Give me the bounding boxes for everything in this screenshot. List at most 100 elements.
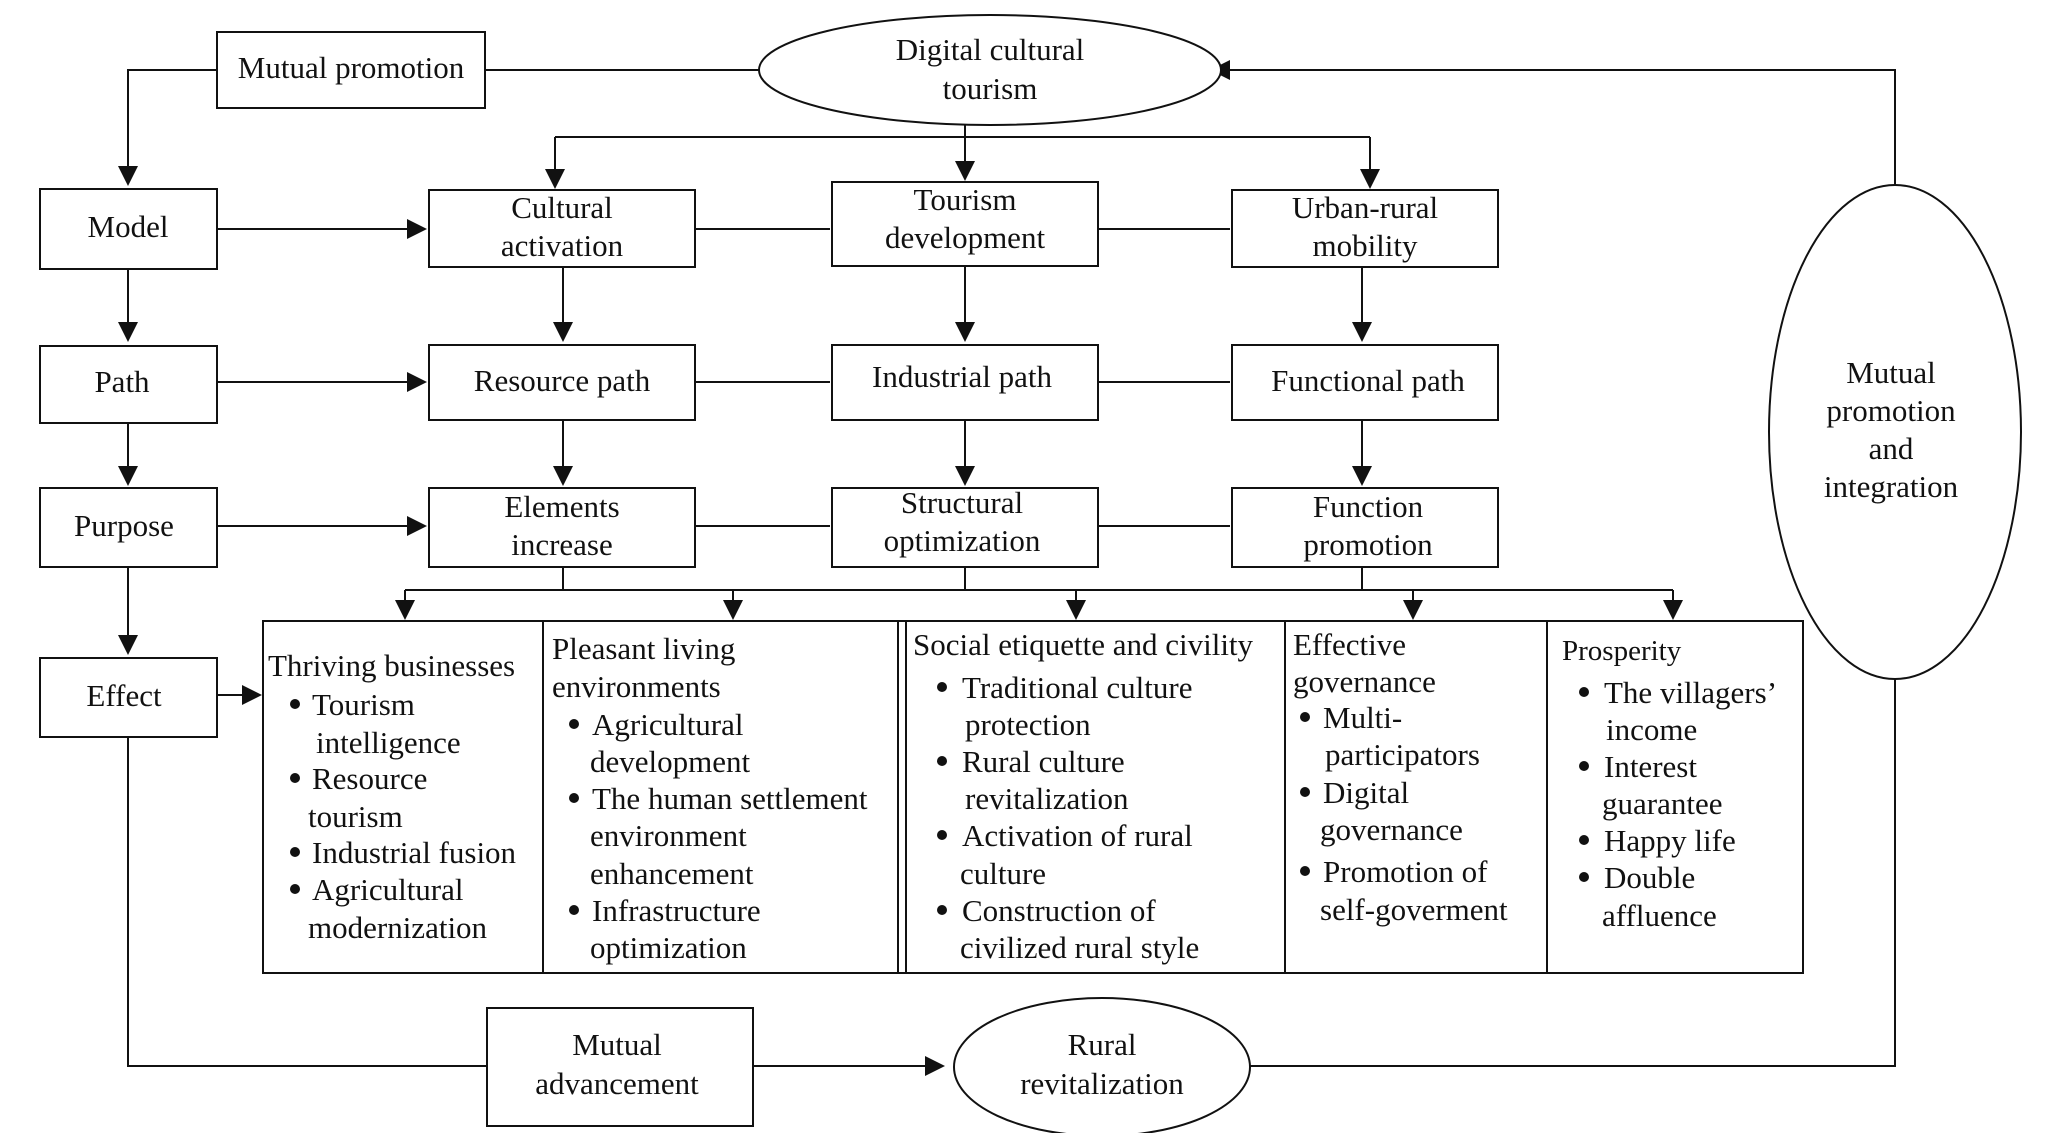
effect-item-line: Activation of rural [962,818,1193,853]
tourism-development-box [831,181,1099,267]
effect-item-line: enhancement [590,856,754,891]
effect-item-line: Rural culture [962,744,1125,779]
effect-item-line: Happy life [1604,823,1736,858]
mutual-promotion-integration-node [1768,184,2022,680]
effect-item-line: income [1606,712,1697,747]
effect-title: Effective [1293,627,1406,662]
function-promotion-line2: promotion [1303,527,1433,562]
effect-item-line: environment [590,818,747,853]
bullet-icon [569,905,579,915]
effect-box [39,657,218,738]
elements-increase-line2: increase [511,527,613,562]
effect-item-line: Resource [312,761,427,796]
purpose-box [39,487,218,568]
mutual-advancement-line2: advancement [535,1066,699,1101]
effect-item-line: Construction of [962,893,1156,928]
functional-path-box [1231,344,1499,421]
digital-cultural-tourism-line2: tourism [943,71,1038,106]
effect-prosperity: Prosperity The villagers’ income Interes… [1562,635,1777,933]
connectors [118,60,1896,1076]
cultural-activation-line1: Cultural [511,190,613,225]
effect-social-etiquette: Social etiquette and civility Traditiona… [913,627,1254,965]
resource-path-label: Resource path [474,363,651,398]
industrial-path-box [831,344,1099,421]
bullet-icon [290,884,300,894]
rural-revitalization-node [953,997,1251,1133]
effect-item-line: Traditional culture [962,670,1192,705]
bullet-icon [1300,787,1310,797]
cultural-activation-line2: activation [501,228,624,263]
structural-optimization-box [831,487,1099,568]
effect-item-line: The villagers’ [1604,675,1777,710]
effect-item-line: modernization [308,910,488,945]
mutual-advancement-box [486,1007,754,1127]
effect-item-line: Double [1604,860,1695,895]
mutual-promotion-integration-line1: Mutual [1846,355,1936,390]
mutual-promotion-box [216,31,486,109]
effect-title: Social etiquette and civility [913,627,1254,662]
model-box [39,188,218,270]
effect-effective-governance: Effective governance Multi- participator… [1293,627,1508,927]
digital-cultural-tourism-line1: Digital cultural [896,32,1085,67]
path-label: Path [94,364,150,399]
function-promotion-line1: Function [1313,489,1424,524]
effect-title: Pleasant living [552,631,735,666]
bullet-icon [290,773,300,783]
bullet-icon [937,830,947,840]
bullet-icon [1300,866,1310,876]
effect-item-line: self-goverment [1320,892,1508,927]
effect-label: Effect [86,678,162,713]
effects-table [262,620,1804,974]
effect-item-line: Tourism [312,687,415,722]
cultural-activation-box [428,189,696,268]
effect-title: Thriving businesses [268,648,515,683]
effect-title: governance [1293,664,1436,699]
tourism-development-line1: Tourism [914,182,1017,217]
elements-increase-line1: Elements [504,489,619,524]
bullet-icon [1579,687,1589,697]
mutual-promotion-integration-line4: integration [1824,469,1959,504]
bullet-icon [1579,761,1589,771]
urban-rural-mobility-box [1231,189,1499,268]
purpose-label: Purpose [74,508,174,543]
effect-item-line: development [590,744,751,779]
bullet-icon [937,756,947,766]
path-box [39,345,218,424]
effect-item-line: Promotion of [1323,854,1488,889]
effect-item-line: Interest [1604,749,1697,784]
digital-cultural-tourism-node [758,14,1222,126]
structural-optimization-line2: optimization [884,523,1041,558]
bullet-icon [569,719,579,729]
effect-item-line: guarantee [1602,786,1722,821]
effect-item-line: revitalization [965,781,1129,816]
functional-path-label: Functional path [1271,363,1465,398]
urban-rural-mobility-line1: Urban-rural [1292,190,1438,225]
effect-item-line: governance [1320,812,1463,847]
effect-item-line: protection [965,707,1091,742]
effect-item-line: Agricultural [592,707,744,742]
tourism-development-line2: development [885,220,1046,255]
rural-revitalization-line1: Rural [1068,1027,1137,1062]
effect-item-line: affluence [1602,898,1717,933]
effect-item-line: optimization [590,930,747,965]
bullet-icon [569,793,579,803]
bullet-icon [290,847,300,857]
effect-item-line: tourism [308,799,403,834]
effect-title: environments [552,669,721,704]
resource-path-box [428,344,696,421]
effect-thriving-businesses: Thriving businesses Tourism intelligence… [268,648,517,945]
industrial-path-label: Industrial path [872,359,1052,394]
effect-item-line: The human settlement [592,781,868,816]
effect-item-line: intelligence [316,725,461,760]
bullet-icon [1579,872,1589,882]
bullet-icon [937,905,947,915]
mutual-promotion-integration-line3: and [1869,431,1914,466]
effect-item-line: Digital [1323,775,1409,810]
urban-rural-mobility-line2: mobility [1312,228,1418,263]
mutual-promotion-label: Mutual promotion [238,50,465,85]
function-promotion-box [1231,487,1499,568]
structural-optimization-line1: Structural [901,485,1023,520]
effect-item-line: Industrial fusion [312,835,517,870]
elements-increase-box [428,487,696,568]
